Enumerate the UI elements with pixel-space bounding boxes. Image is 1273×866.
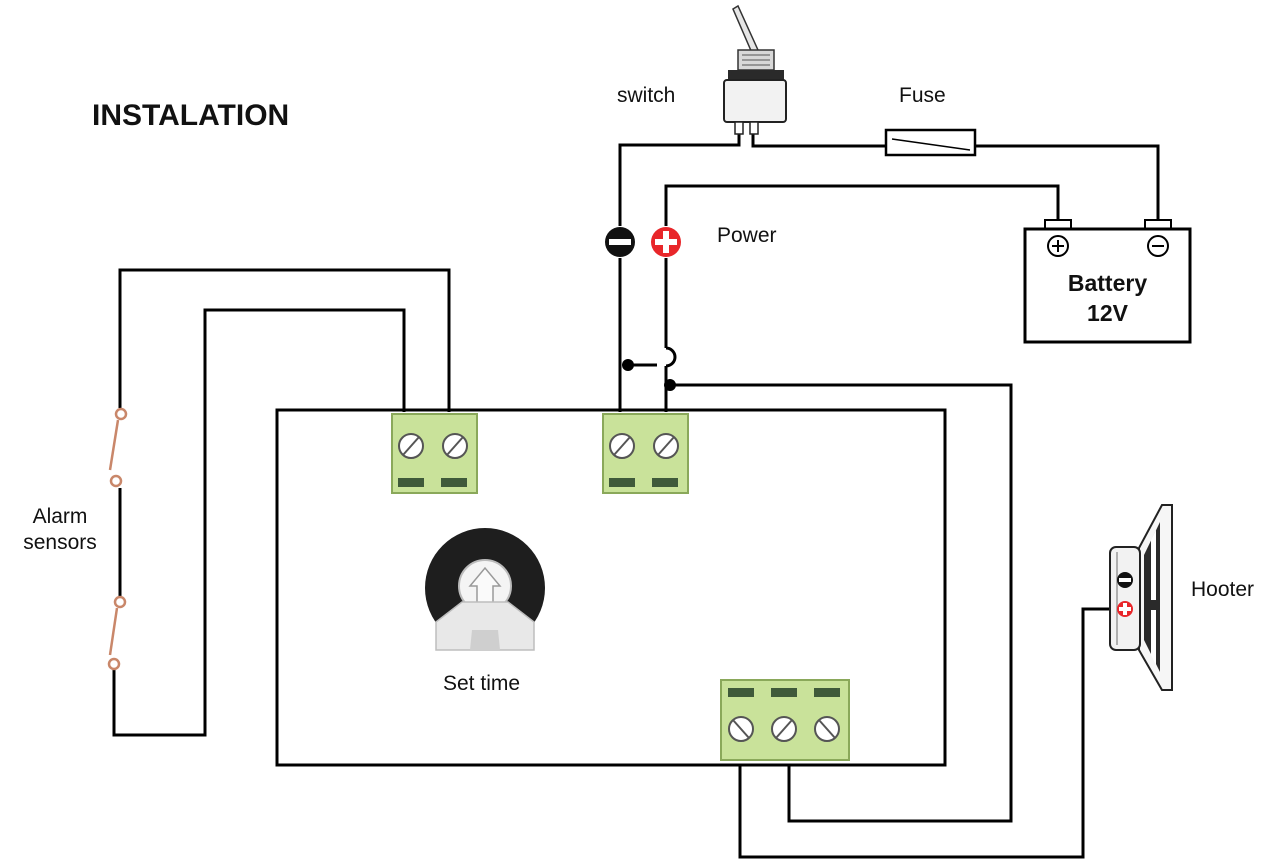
wire-sensor-outer <box>118 268 451 412</box>
junction-dot-positive <box>664 379 676 391</box>
power-label: Power <box>717 224 777 247</box>
terminal-block-sensors <box>391 413 478 494</box>
wire-sensor-bottom <box>112 308 406 737</box>
potentiometer-icon <box>425 528 545 651</box>
junction-dot-negative <box>622 359 634 371</box>
battery-voltage-label: 12V <box>1087 300 1128 326</box>
negative-terminal-icon <box>605 227 635 257</box>
wire-switch-negative <box>618 128 741 226</box>
terminal-block-power <box>602 413 689 494</box>
hooter-label: Hooter <box>1191 578 1255 601</box>
fuse-icon <box>884 128 977 157</box>
positive-terminal-icon <box>651 227 681 257</box>
wire-battery-positive <box>664 184 1060 226</box>
alarm-sensor-2 <box>107 595 127 671</box>
hooter-icon <box>1109 504 1173 691</box>
set-time-label: Set time <box>443 672 521 695</box>
alarm-sensors-label-line2: sensors <box>23 531 97 554</box>
wire-switch-fuse <box>751 128 886 148</box>
wire-crossover <box>665 346 677 368</box>
alarm-sensor-1 <box>108 407 128 488</box>
wire-hooter-positive <box>738 607 1112 859</box>
battery-label: Battery <box>1067 270 1148 296</box>
terminal-block-output <box>720 679 850 761</box>
wires <box>112 128 1160 859</box>
switch-label: switch <box>617 84 676 107</box>
alarm-sensors-label-line1: Alarm <box>32 505 88 528</box>
toggle-switch-icon <box>723 4 787 135</box>
page-title: INSTALATION <box>92 99 290 132</box>
wire-fuse-battery <box>975 144 1160 222</box>
battery-icon <box>1023 219 1192 344</box>
wire-positive-branch <box>670 383 1013 823</box>
fuse-label: Fuse <box>899 84 946 107</box>
